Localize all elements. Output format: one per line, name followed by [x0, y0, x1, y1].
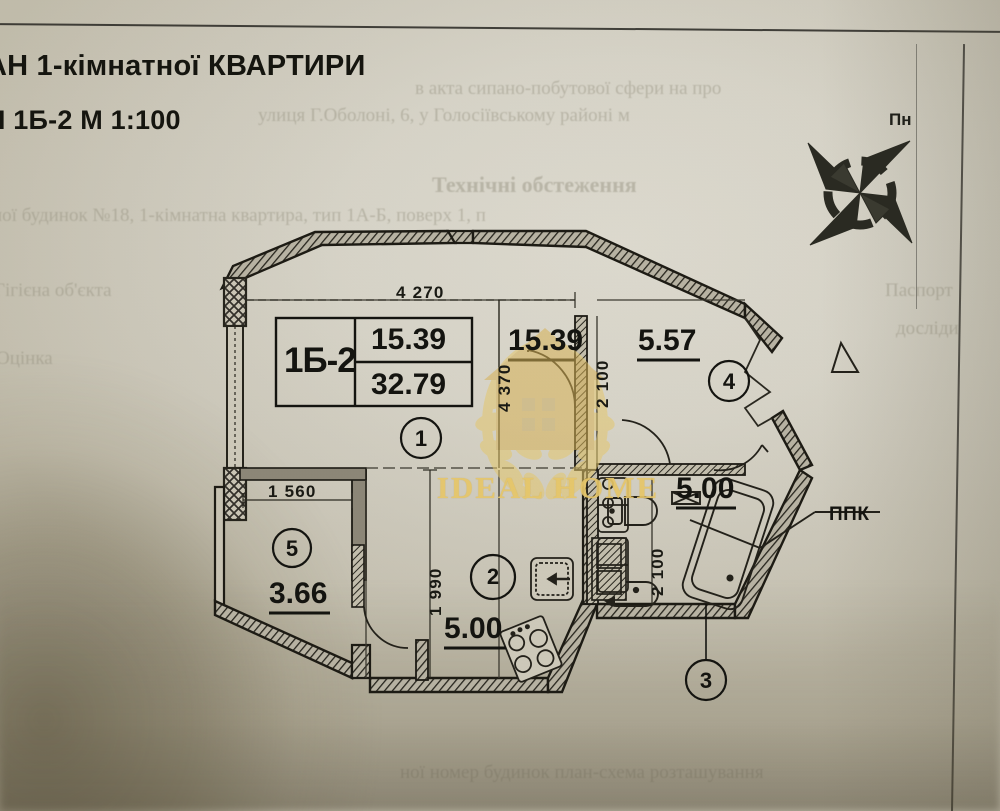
page-rule-right-inner: [916, 44, 917, 309]
arrow-bath-marker: [604, 596, 615, 607]
room-4-area: 5.57: [638, 324, 697, 357]
wall-kitchen-diagonal: [546, 598, 599, 694]
partition-balcony-top: [239, 467, 367, 481]
compass-rose-icon: [807, 140, 913, 246]
compass-north-label: Пн: [889, 110, 912, 129]
bathtub-icon: [681, 477, 775, 611]
wall-entry-right: [770, 409, 814, 472]
dim-balcony-width: 1 560: [268, 482, 317, 501]
pipe-riser-dots: [602, 478, 614, 528]
door-hall-to-corridor: [621, 419, 671, 465]
stamp-box: [274, 316, 474, 408]
partition-corridor-door-jamb: [351, 544, 365, 608]
room-3-number: 3: [699, 668, 713, 693]
stamp-area-total: 32.79: [371, 368, 447, 401]
room-3-area: 5.00: [676, 472, 735, 505]
room-1-number: 1: [414, 426, 428, 451]
dim-top-width: 4 270: [396, 283, 445, 302]
room-4-number: 4: [722, 369, 736, 394]
direction-triangle-marker: [830, 340, 860, 373]
scan-shadow-bottom: [0, 581, 1000, 811]
ppk-label: ППК: [829, 504, 870, 525]
scan-shadow-right: [820, 0, 1000, 811]
room-2-number: 2: [486, 564, 500, 589]
stamp-area-living: 15.39: [371, 323, 447, 356]
door-entry-main: [713, 444, 769, 472]
room-5-area: 3.66: [269, 577, 328, 610]
room-5-number: 5: [285, 536, 299, 561]
scan-shadow-bottom-left: [0, 330, 380, 811]
kitchen-counter-right: [597, 477, 629, 593]
room-2-area: 5.00: [444, 612, 503, 645]
partition-kitchen-entry: [415, 639, 429, 681]
kitchen-sink-icon: [530, 557, 574, 601]
stamp-code: 1Б-2: [284, 341, 357, 380]
ppk-leader-line: [671, 491, 880, 549]
page-title-line1: АН 1-кімнатної КВАРТИРИ: [0, 50, 366, 82]
entry-vestibule-outline: [743, 317, 773, 428]
room-1-area: 15.39: [508, 324, 584, 357]
room-number-circles: [271, 359, 751, 702]
toilet-icon: [607, 496, 658, 526]
kitchen-stove-icon: [499, 615, 563, 683]
page-title-line2: П 1Б-2 М 1:100: [0, 105, 181, 135]
wall-top-right-diagonal: [743, 301, 784, 354]
door-balcony: [363, 606, 409, 649]
wall-bathroom-diagonal: [733, 468, 814, 620]
